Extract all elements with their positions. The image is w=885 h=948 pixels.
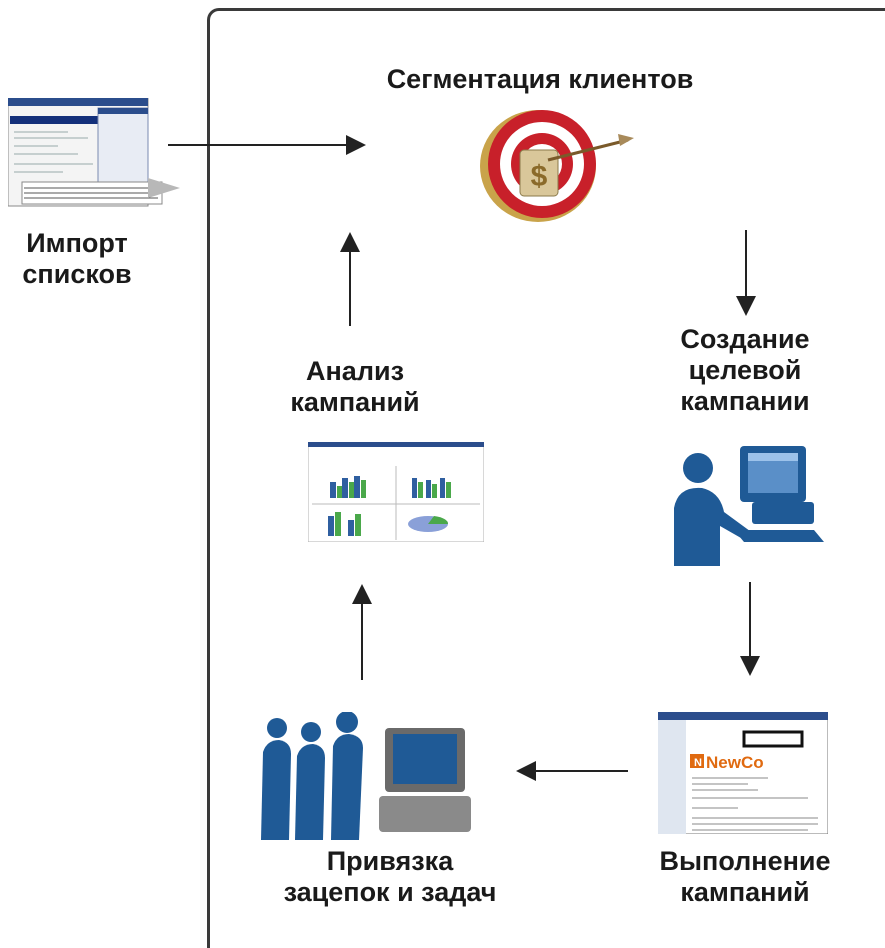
node-create-label: Создание целевой кампании <box>650 324 840 417</box>
node-import-line2: списков <box>22 259 132 289</box>
analytics-dashboard-image <box>307 441 485 543</box>
node-segment-label: Сегментация клиентов <box>330 64 750 95</box>
node-analyze-label: Анализ кампаний <box>270 356 440 418</box>
email-newco-screenshot-image: N NewCo <box>657 711 829 835</box>
node-execute-label: Выполнение кампаний <box>630 846 860 908</box>
node-create-line1: Создание <box>680 324 810 354</box>
person-at-computer-icon <box>664 438 834 568</box>
process-frame <box>207 8 885 948</box>
node-analyze-line1: Анализ <box>306 356 404 386</box>
node-create-line2: целевой <box>688 355 802 385</box>
node-bind-line1: Привязка <box>326 846 454 876</box>
node-analyze-line2: кампаний <box>290 387 420 417</box>
node-segment-line1: Сегментация клиентов <box>386 64 694 94</box>
import-screenshot-image <box>7 97 180 210</box>
email-brand: NewCo <box>706 753 764 772</box>
target-dollar-icon: $ <box>468 104 638 222</box>
people-with-computer-icon <box>255 711 485 842</box>
node-bind-label: Привязка зацепок и задач <box>240 846 540 908</box>
node-create-line3: кампании <box>680 386 810 416</box>
node-execute-line2: кампаний <box>680 877 810 907</box>
node-import-label: Импорт списков <box>2 228 152 290</box>
svg-text:$: $ <box>531 160 548 193</box>
node-execute-line1: Выполнение <box>659 846 831 876</box>
node-import-line1: Импорт <box>26 228 128 258</box>
node-bind-line2: зацепок и задач <box>283 877 497 907</box>
svg-text:N: N <box>694 757 702 769</box>
